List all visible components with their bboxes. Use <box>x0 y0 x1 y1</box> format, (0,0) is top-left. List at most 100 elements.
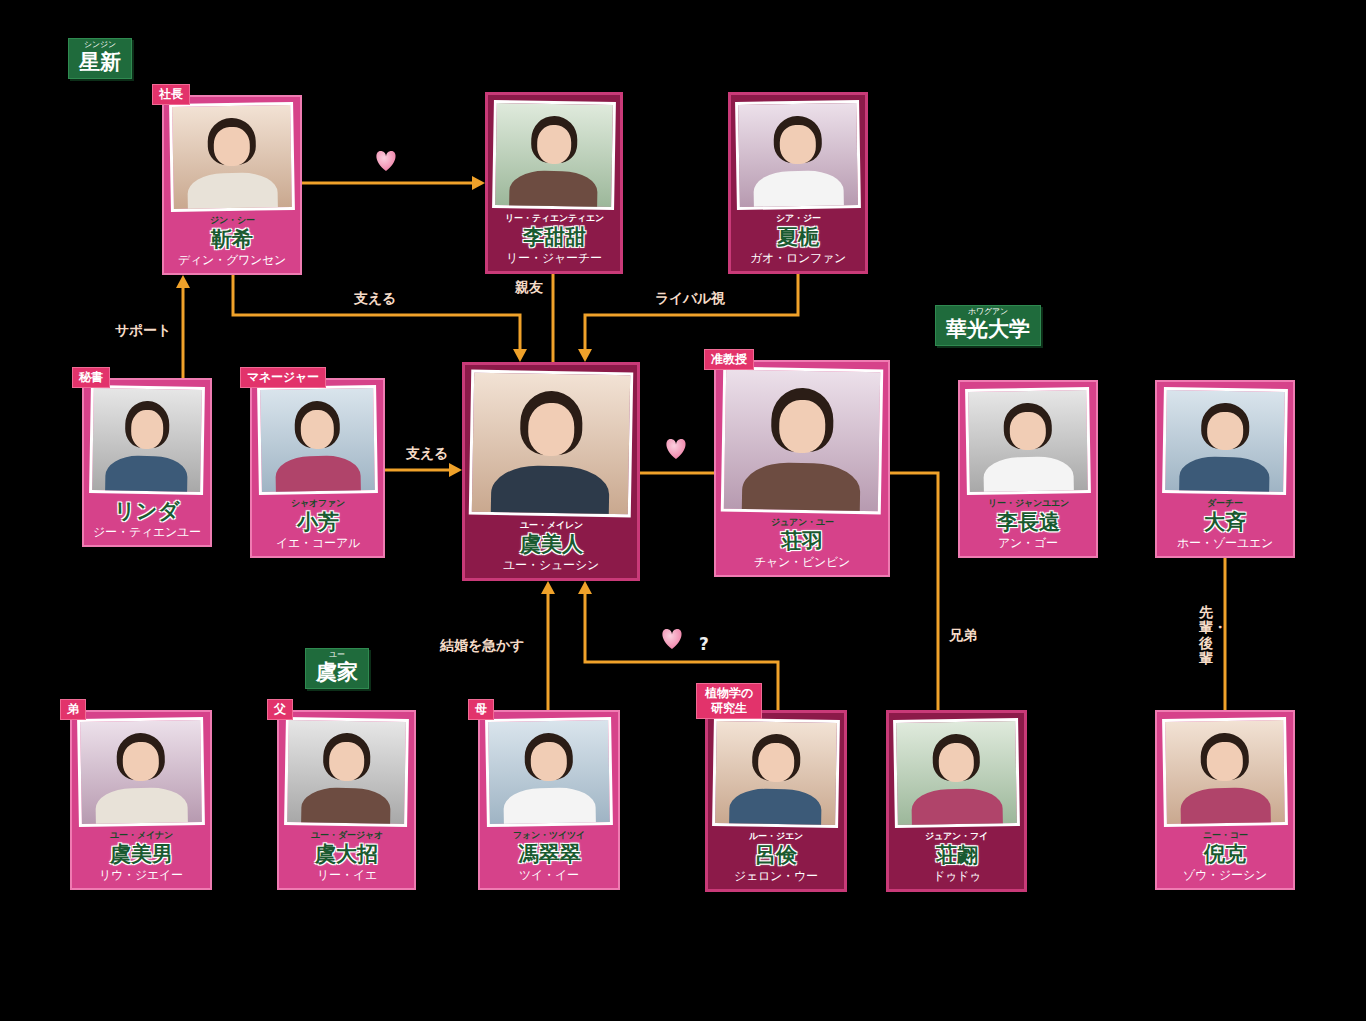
character-card: シア・ジー夏梔ガオ・ロンファン <box>728 92 868 274</box>
role-tag: 母 <box>468 699 494 720</box>
connector <box>541 581 555 710</box>
actor-name: ドゥドゥ <box>889 868 1024 884</box>
group-sketch-line <box>680 338 1327 922</box>
portrait-body <box>753 171 844 211</box>
actor-name: リー・ジャーチー <box>488 250 620 266</box>
character-name: 倪克 <box>1157 841 1293 867</box>
portrait-face <box>536 125 571 164</box>
role-tag: 准教授 <box>704 349 754 370</box>
role-tag: 秘書 <box>72 367 110 388</box>
character-name: 虞大招 <box>279 841 414 867</box>
portrait-face <box>527 403 575 457</box>
portrait-photo <box>712 718 840 828</box>
arrow-head <box>176 275 190 288</box>
character-name: 李甜甜 <box>488 224 620 250</box>
group-band: シンジン星新社長ジン・シー靳希ディン・グワンセン秘書リンダジー・ティエンユーマネ… <box>40 68 420 590</box>
actor-name: ゾウ・ジーシン <box>1157 867 1293 883</box>
name-reading: リー・ティエンティエン <box>488 213 620 224</box>
connector-line <box>640 472 714 475</box>
connector-line <box>547 594 550 710</box>
actor-name: ツイ・イー <box>480 867 618 883</box>
character-name: 李長遠 <box>960 509 1096 535</box>
group-name: 華光大学 <box>946 317 1030 341</box>
group-tag: シンジン星新 <box>68 38 132 79</box>
name-reading: ジン・シー <box>164 215 300 226</box>
portrait-photo <box>492 100 616 210</box>
edge-label: 支える <box>406 444 448 462</box>
character-name: 夏梔 <box>731 224 865 250</box>
character-card: 植物学の研究生ルー・ジエン呂倹ジェロン・ウー <box>705 710 847 892</box>
portrait-face <box>131 410 164 449</box>
character-name: 馮翠翠 <box>480 841 618 867</box>
portrait-photo <box>284 717 409 827</box>
portrait-photo <box>485 717 613 827</box>
group-fill <box>40 678 675 925</box>
connector <box>176 275 190 378</box>
group-reading: ユー <box>316 650 358 660</box>
character-card: 社長ジン・シー靳希ディン・グワンセン <box>162 95 302 275</box>
name-reading: ルー・ジエン <box>708 831 844 842</box>
connector <box>578 274 798 362</box>
portrait-face <box>530 742 567 781</box>
portrait-body <box>1179 456 1270 495</box>
actor-name: チャン・ビンビン <box>716 554 888 570</box>
edge-label: 親友 <box>515 278 543 296</box>
heart-symbol <box>376 151 395 171</box>
portrait-photo <box>965 387 1091 495</box>
portrait-photo <box>1162 717 1288 827</box>
portrait-face <box>300 410 335 449</box>
portrait-body <box>729 789 821 829</box>
portrait-photo <box>257 385 378 495</box>
character-card: 弟ユー・メイナン虞美男リウ・ジエイー <box>70 710 212 890</box>
name-reading: ユー・メイナン <box>72 830 210 841</box>
portrait-body <box>275 456 362 495</box>
group-fill <box>40 68 420 590</box>
group-border <box>40 678 675 925</box>
edge-label: サポート <box>115 321 171 339</box>
edge-label: ライバル視 <box>655 289 725 307</box>
arrow-head <box>449 463 462 477</box>
character-card: リー・ティエンティエン李甜甜リー・ジャーチー <box>485 92 623 274</box>
group-fill <box>682 340 1325 920</box>
portrait-body <box>105 456 188 495</box>
connector-line <box>233 275 520 349</box>
group-tag: ユー虞家 <box>305 648 369 689</box>
actor-name: ユー・シューシン <box>465 557 637 573</box>
portrait-photo <box>77 717 205 827</box>
portrait-body <box>96 788 188 828</box>
character-name: 呂倹 <box>708 842 844 868</box>
portrait-photo <box>1162 387 1288 495</box>
character-card: ダーチー大斉ホー・ゾーユエン <box>1155 380 1295 558</box>
portrait-photo <box>89 385 205 495</box>
character-card: ジュアン・フイ荘翽ドゥドゥ <box>886 710 1027 892</box>
portrait-face <box>1207 412 1243 451</box>
arrow-head <box>578 581 592 594</box>
character-name: 靳希 <box>164 226 300 252</box>
character-name: 小芳 <box>252 509 383 535</box>
actor-name: リウ・ジエイー <box>72 867 210 883</box>
portrait-photo <box>735 100 861 210</box>
portrait-body <box>912 789 1003 829</box>
connector-line <box>552 274 555 362</box>
actor-name: ホー・ゾーユエン <box>1157 535 1293 551</box>
portrait-body <box>983 456 1074 495</box>
connector-line <box>585 274 798 349</box>
group-tag: ホワグアン華光大学 <box>935 305 1041 346</box>
group-reading: シンジン <box>79 40 121 50</box>
role-tag: 社長 <box>152 84 190 105</box>
portrait-body <box>504 788 596 828</box>
portrait-face <box>1010 412 1046 451</box>
heart-symbol <box>666 439 685 459</box>
edge-label: ? <box>699 635 709 653</box>
name-reading: シャオファン <box>252 498 383 509</box>
portrait-body <box>1180 788 1271 828</box>
group-sketch-line <box>38 66 422 592</box>
role-tag: 弟 <box>60 699 86 720</box>
connector-line <box>182 288 185 378</box>
edge-label: 先輩・後輩 <box>1199 605 1213 667</box>
character-name: 虞美人 <box>465 531 637 557</box>
name-reading: ユー・ダージャオ <box>279 830 414 841</box>
character-name: 荘羽 <box>716 528 888 554</box>
portrait-body <box>301 788 391 828</box>
